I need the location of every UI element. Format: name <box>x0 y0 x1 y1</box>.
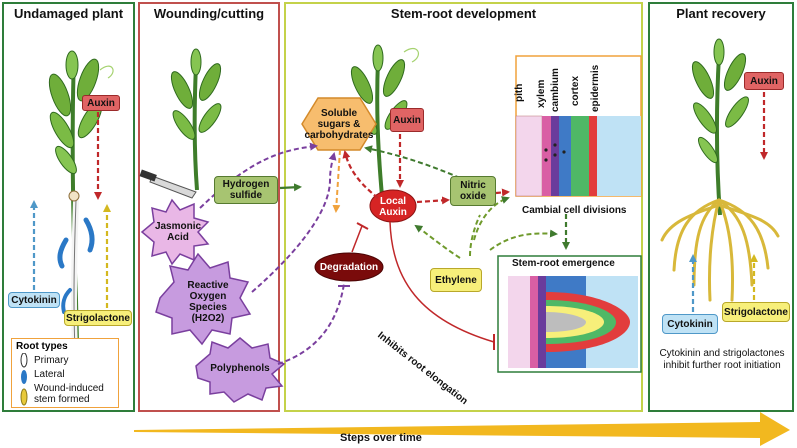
nitric-oxide-box: Nitric oxide <box>450 176 496 206</box>
stem-cross-section <box>515 55 642 197</box>
auxin-box-development: Auxin <box>390 108 424 132</box>
legend-swatches <box>20 353 28 406</box>
ethylene-box: Ethylene <box>430 268 482 292</box>
strigolactone-box-recovery: Strigolactone <box>722 302 790 322</box>
polyphenols-star <box>195 337 286 403</box>
tissue-label-epidermis: epidermis <box>590 64 601 112</box>
auxin-box-undamaged: Auxin <box>82 95 120 111</box>
panel-title-wounding: Wounding/cutting <box>153 6 265 21</box>
cambial-divisions-label: Cambial cell divisions <box>522 205 627 216</box>
root-types-legend: Root types Primary Lateral Wound-induced… <box>11 338 119 408</box>
knife-icon <box>139 169 197 199</box>
ros-label: Reactive Oxygen Species (H2O2) <box>187 280 229 324</box>
soluble-sugars-label: Soluble sugars & carbohydrates <box>304 107 374 141</box>
ros-star <box>155 252 252 346</box>
strigolactone-box-undamaged: Strigolactone <box>64 310 132 326</box>
steps-over-time-arrow <box>134 412 790 446</box>
stem-root-emergence-label: Stem-root emergence <box>512 258 615 269</box>
degradation-label: Degradation <box>319 261 379 273</box>
lateral-root-swatch <box>21 370 27 384</box>
wound-root-swatch <box>20 388 28 406</box>
auxin-box-recovery: Auxin <box>744 72 784 90</box>
local-auxin-ellipse <box>369 189 417 223</box>
jasmonic-acid-label: Jasmonic Acid <box>154 221 202 243</box>
local-auxin-label: Local Auxin <box>379 196 407 218</box>
legend-label-lateral: Lateral <box>34 369 65 380</box>
panel-title-development: Stem-root development <box>390 6 537 21</box>
legend-label-primary: Primary <box>34 355 69 366</box>
legend-label-wound-induced: Wound-induced stem formed <box>34 383 104 405</box>
tissue-label-pith: pith <box>514 83 525 102</box>
steps-over-time-label: Steps over time <box>340 432 422 444</box>
tissue-label-xylem: xylem <box>536 79 547 108</box>
cytokinin-box-recovery: Cytokinin <box>662 314 718 334</box>
panel-title-undamaged: Undamaged plant <box>13 6 124 21</box>
cytokinin-box-undamaged: Cytokinin <box>8 292 60 308</box>
jasmonic-acid-star <box>140 198 210 266</box>
polyphenols-label: Polyphenols <box>210 362 270 374</box>
plant-recovered <box>660 38 780 302</box>
panel-undamaged-plant: Undamaged plant <box>2 2 135 412</box>
tissue-label-cortex: cortex <box>570 75 581 106</box>
recovery-note: Cytokinin and strigolactones inhibit fur… <box>659 348 785 371</box>
root-types-title: Root types <box>16 341 68 352</box>
primary-root-swatch <box>20 353 28 368</box>
panel-plant-recovery: Plant recovery <box>648 2 794 412</box>
stem-root-emergence-figure <box>497 255 642 373</box>
panel-stem-root-development: Stem-root development <box>284 2 643 412</box>
degradation-ellipse <box>314 252 384 282</box>
hydrogen-sulfide-box: Hydrogen sulfide <box>214 176 278 204</box>
tissue-label-cambium: cambium <box>550 68 561 112</box>
plant-cut <box>139 48 222 199</box>
panel-wounding: Wounding/cutting <box>138 2 280 412</box>
soluble-sugars-hexagon <box>301 97 377 151</box>
panel-title-recovery: Plant recovery <box>676 6 766 21</box>
